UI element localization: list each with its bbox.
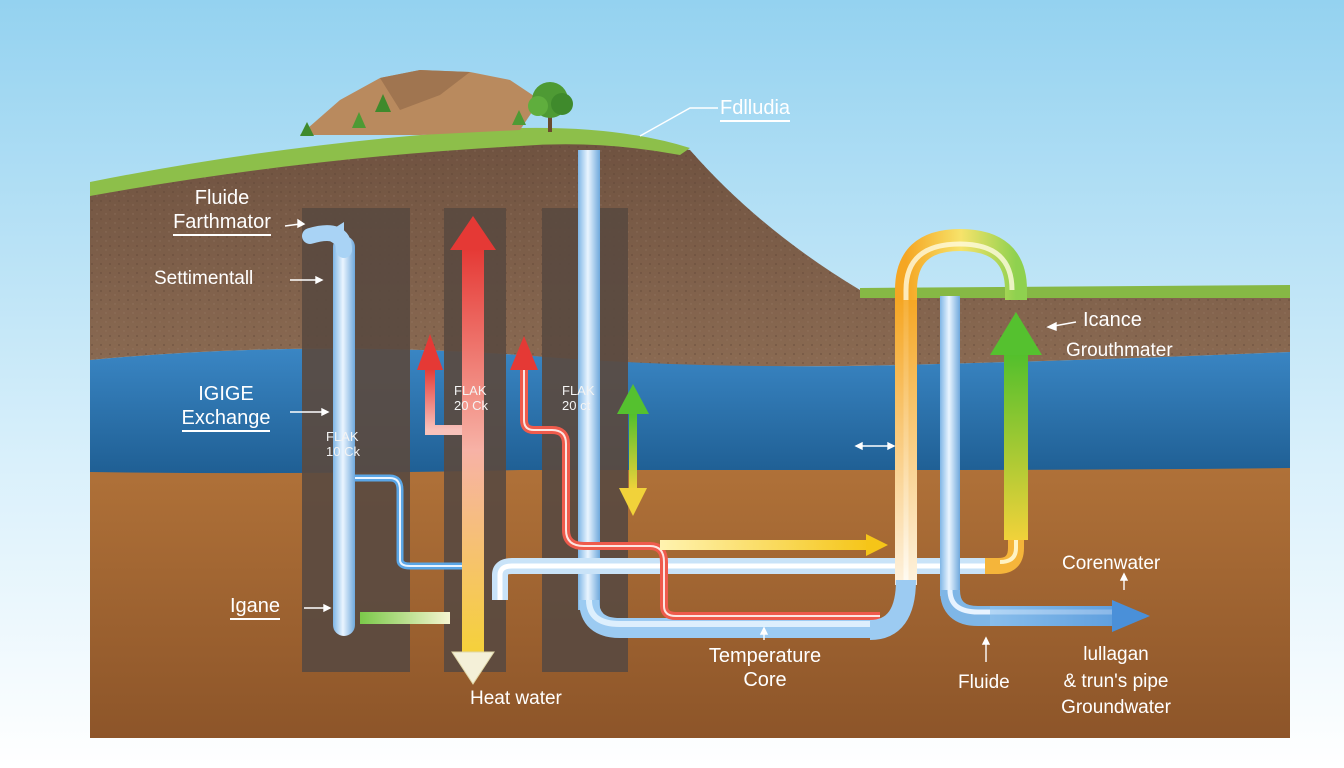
pipe-green-bottom bbox=[360, 612, 450, 624]
heat-arrow-up-head bbox=[450, 216, 496, 250]
label-farthmator: Farthmator bbox=[173, 211, 271, 236]
green-up-arrow-head bbox=[990, 312, 1042, 355]
red-arrow-middle-hl bbox=[523, 370, 880, 617]
label-flak-3b: 20 ct bbox=[562, 397, 591, 413]
pipe-horizontal-main-hl bbox=[497, 563, 990, 600]
red-arrow-left-head bbox=[417, 334, 443, 370]
label-igane: Igane bbox=[230, 595, 281, 620]
green-arrow-up-head bbox=[617, 384, 649, 414]
tree-icon bbox=[528, 82, 573, 132]
label-fluide-bottom: Fluide bbox=[958, 672, 1010, 693]
label-top: Fdlludia bbox=[720, 97, 791, 122]
label-igige: IGIGE bbox=[198, 383, 254, 405]
label-fluide-left: Fluide bbox=[194, 187, 250, 209]
heat-arrow-shaft bbox=[462, 248, 484, 653]
label-settimentall: Settimentall bbox=[154, 268, 254, 289]
label-flak-1: FLAK bbox=[326, 429, 359, 444]
loop-pipe-hl bbox=[903, 241, 1015, 580]
label-truns-pipe: & trun's pipe bbox=[1063, 670, 1169, 692]
blue-outflow-arrow bbox=[1112, 600, 1150, 632]
right-orange-leg-hl bbox=[999, 340, 1018, 564]
green-arrow-shaft bbox=[629, 412, 637, 490]
label-lullagan: lullagan bbox=[1083, 644, 1149, 665]
blue-outflow-shaft bbox=[990, 606, 1114, 626]
pipe-center-bottom-hl bbox=[586, 599, 880, 627]
leader-lines bbox=[284, 107, 1129, 662]
grass-surface bbox=[90, 127, 690, 196]
red-arrow-left bbox=[425, 368, 462, 435]
pipe-left-vertical bbox=[333, 236, 355, 636]
label-flak-3: FLAK bbox=[562, 383, 595, 398]
label-flak-2: FLAK bbox=[454, 383, 487, 398]
pipe-right-vertical bbox=[940, 296, 960, 596]
label-groundwater: Groundwater bbox=[1061, 697, 1171, 719]
pipe-right-bottom-hl bbox=[947, 589, 1120, 615]
green-arrow-down-head bbox=[619, 488, 647, 516]
red-arrow-middle-head bbox=[510, 336, 538, 370]
loop-down-leg bbox=[895, 300, 917, 585]
label-corenwater: Corenwater bbox=[1062, 553, 1161, 574]
mountain-shade bbox=[380, 70, 470, 110]
pipe-left-elbow bbox=[302, 225, 352, 258]
heat-arrow-down-head bbox=[451, 651, 495, 685]
label-heat-water: Heat water bbox=[470, 688, 562, 709]
yellow-arrow-shaft bbox=[660, 540, 870, 550]
label-temperature: Temperature bbox=[708, 645, 822, 667]
grass-right bbox=[860, 285, 1290, 298]
pipe-right-elbow bbox=[869, 579, 916, 640]
bottom-soil bbox=[90, 440, 1290, 738]
pipe-thin-blue-hl bbox=[355, 477, 470, 567]
label-core: Core bbox=[743, 669, 787, 691]
label-exchange: Exchange bbox=[181, 407, 271, 432]
yellow-arrow-head bbox=[866, 534, 888, 556]
pipe-center-vertical bbox=[578, 150, 600, 610]
label-icance: Icance bbox=[1083, 309, 1142, 331]
label-grouthmater: Grouthmater bbox=[1066, 340, 1173, 361]
borehole-1 bbox=[302, 208, 410, 672]
green-up-arrow-shaft bbox=[1004, 350, 1028, 540]
label-flak-1b: 10 Ck bbox=[326, 443, 360, 459]
label-flak-2b: 20 Ck bbox=[454, 397, 488, 413]
small-tree-icons bbox=[300, 94, 526, 136]
